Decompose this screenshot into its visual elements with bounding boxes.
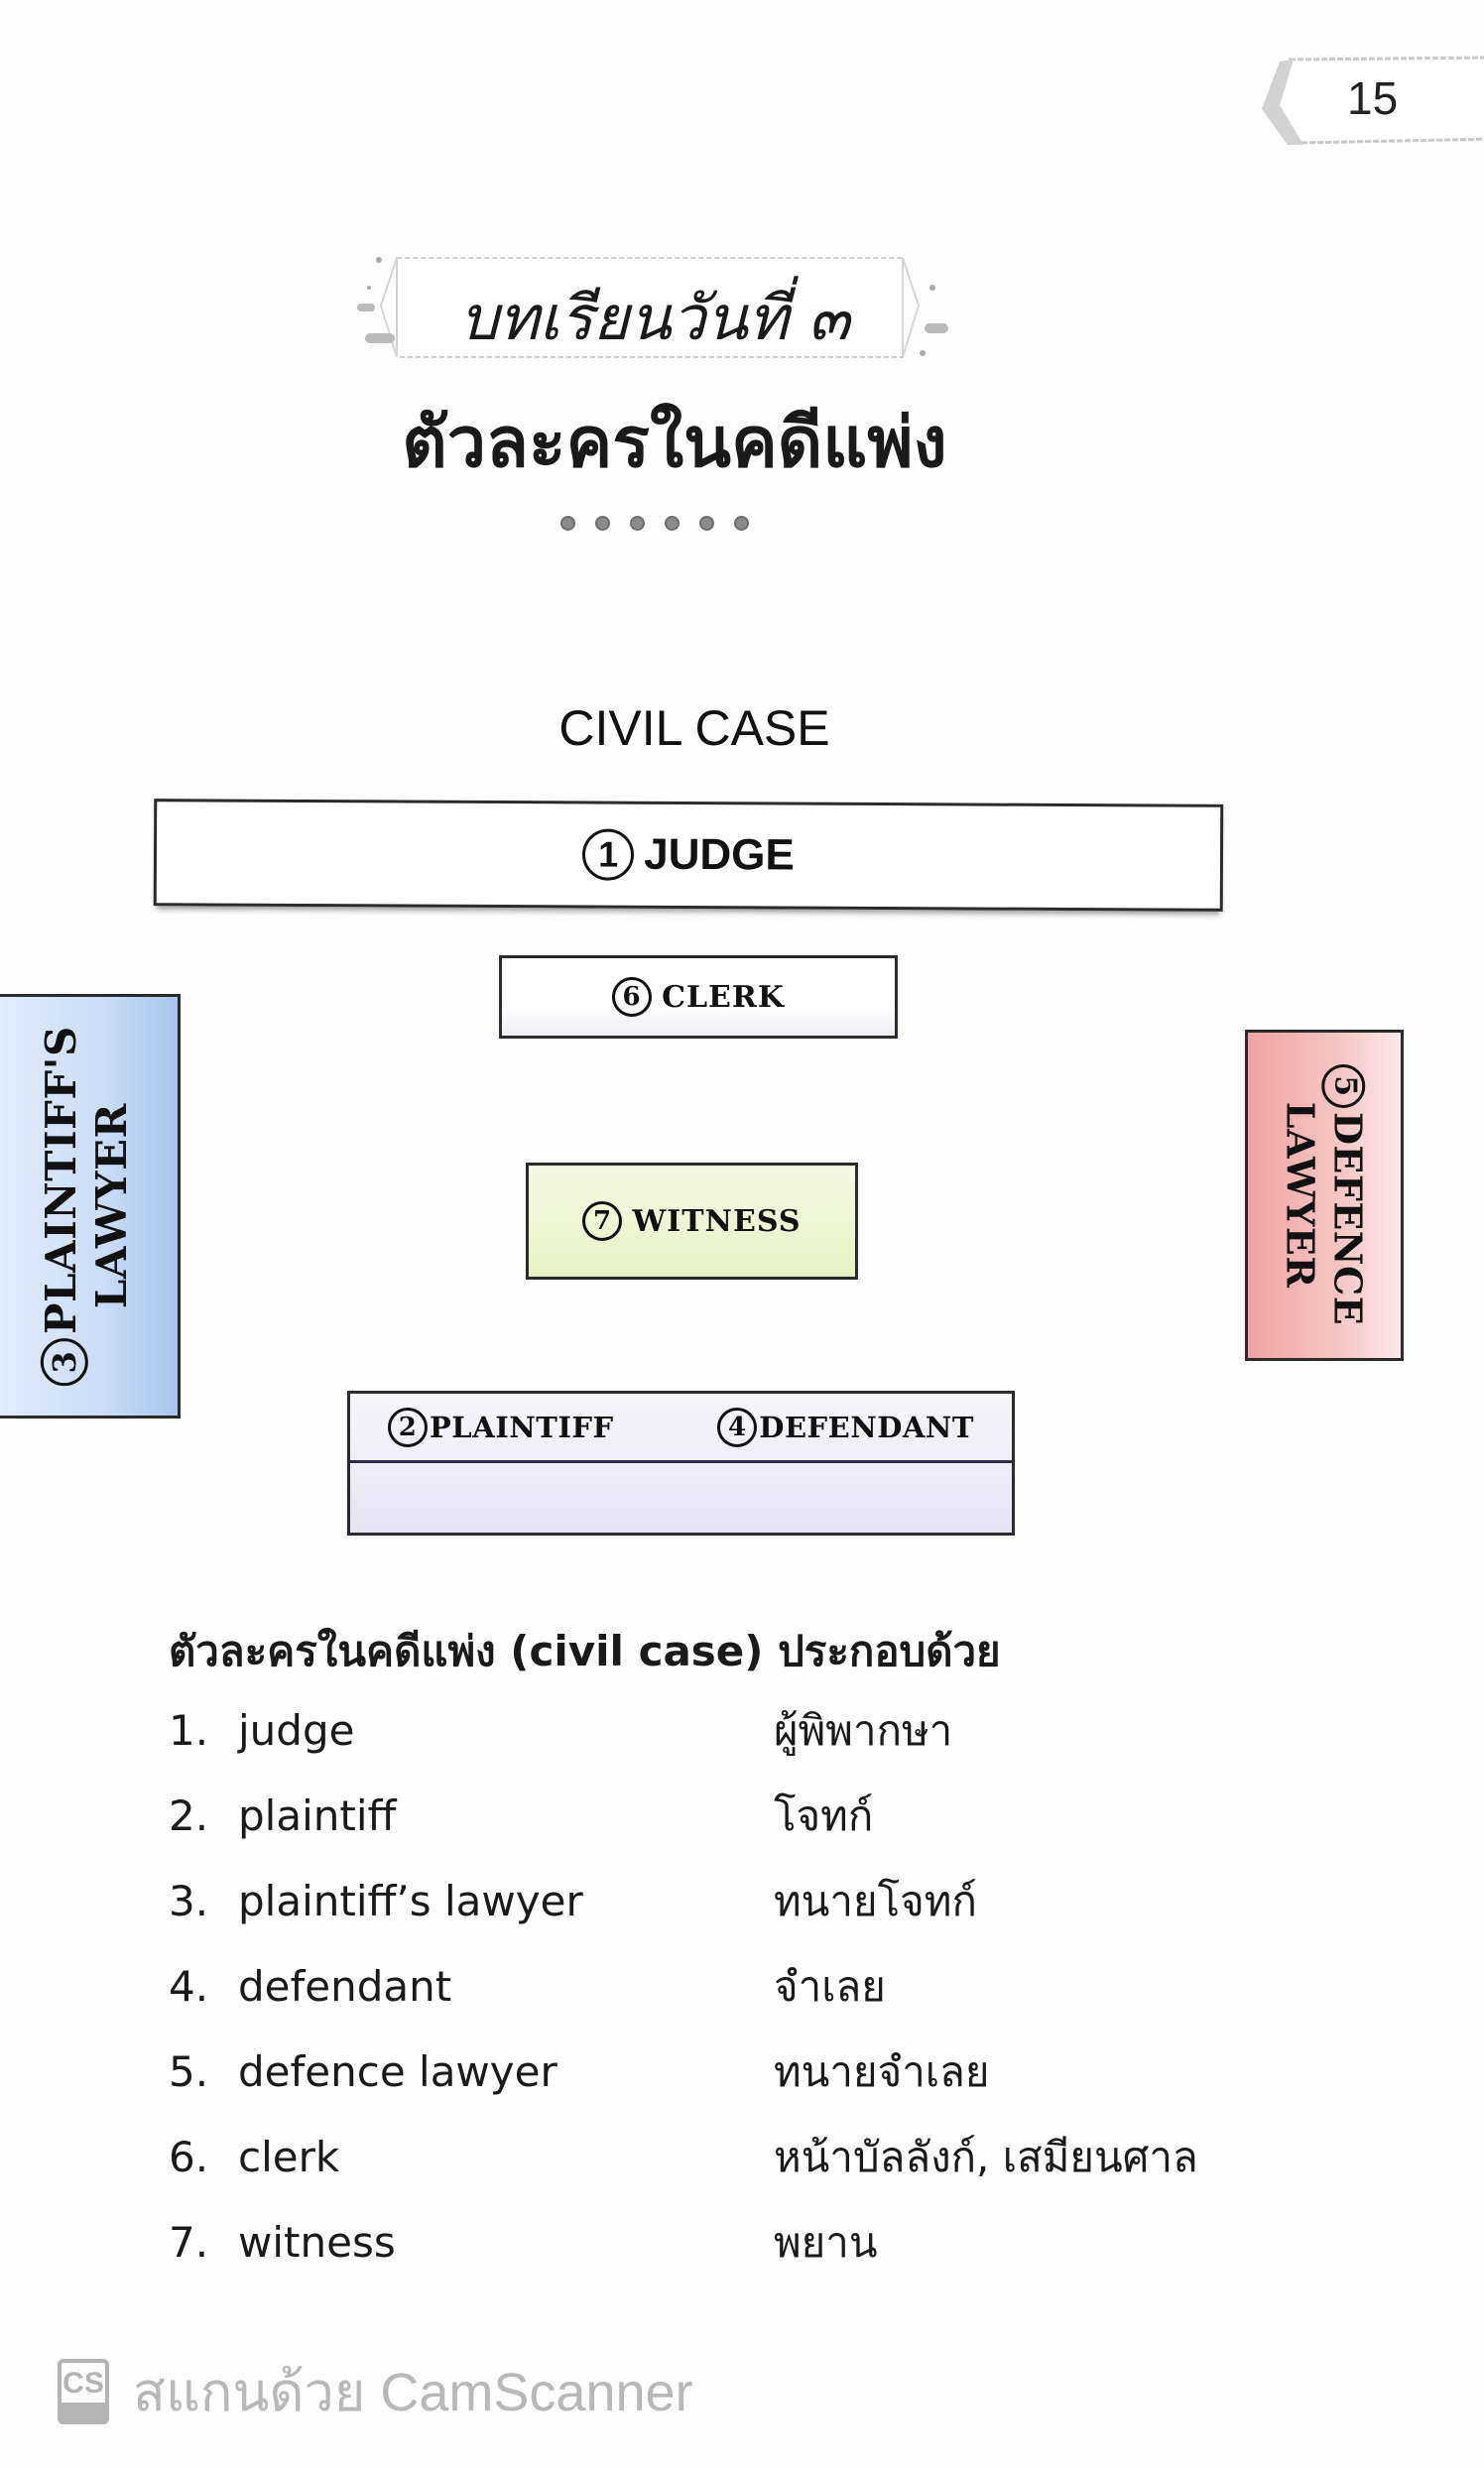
page-number-tab: 15	[1258, 52, 1484, 151]
item-number: 6.	[169, 2133, 209, 2181]
defence-lawyer-label: 5DEFENCE LAWYER	[1279, 1064, 1371, 1326]
defence-lawyer-box: 5DEFENCE LAWYER	[1245, 1030, 1404, 1361]
number-badge: 4	[717, 1407, 758, 1447]
list-item: 4. defendant จำเลย	[169, 1954, 1260, 2039]
lesson-banner-text: บทเรียนวันที่ ๓	[459, 282, 850, 354]
divider-dot	[560, 516, 575, 531]
list-item: 5. defence lawyer ทนายจำเลย	[169, 2039, 1260, 2125]
item-number: 2.	[169, 1791, 209, 1840]
english-term: clerk	[238, 2133, 340, 2181]
divider-dot	[665, 516, 680, 531]
role-name: PLAINTIFF'S	[36, 1026, 85, 1335]
camscanner-logo-icon: CS	[58, 2359, 109, 2424]
thai-translation: จำเลย	[774, 1962, 886, 2011]
divider-dot	[734, 516, 749, 531]
label-line-2: LAWYER	[86, 1103, 136, 1309]
thai-translation: โจทก์	[774, 1791, 874, 1840]
number-badge: 3	[40, 1338, 88, 1387]
number-badge: 1	[582, 828, 635, 881]
english-term: plaintiff	[238, 1791, 397, 1840]
role-name: CLERK	[662, 979, 785, 1015]
witness-label: 7 WITNESS	[582, 1201, 801, 1241]
diagram-title: CIVIL CASE	[558, 700, 830, 756]
number-badge: 7	[582, 1201, 623, 1241]
divider-dots	[560, 516, 749, 531]
english-term: defence lawyer	[238, 2047, 557, 2096]
plaintiff-lawyer-label: 3PLAINTIFF'S LAWYER	[36, 1026, 136, 1387]
english-term: witness	[238, 2218, 396, 2267]
list-item: 2. plaintiff โจทก์	[169, 1784, 1260, 1869]
judge-label: 1 JUDGE	[582, 828, 795, 881]
divider-dot	[595, 516, 610, 531]
english-term: defendant	[238, 1962, 452, 2011]
page-tab-shape	[1262, 56, 1484, 145]
parties-header-row: 2 PLAINTIFF 4 DEFENDANT	[350, 1394, 1012, 1463]
number-badge: 6	[612, 977, 653, 1017]
plaintiff-lawyer-box: 3PLAINTIFF'S LAWYER	[0, 994, 181, 1419]
english-term: judge	[238, 1706, 355, 1755]
vocabulary-list: 1. judge ผู้พิพากษา 2. plaintiff โจทก์ 3…	[169, 1698, 1260, 2295]
divider-dot	[699, 516, 714, 531]
list-item: 3. plaintiff’s lawyer ทนายโจทก์	[169, 1869, 1260, 1954]
banner-frame	[357, 257, 948, 358]
thai-translation: ผู้พิพากษา	[774, 1706, 953, 1755]
item-number: 7.	[169, 2218, 209, 2267]
thai-translation: พยาน	[774, 2218, 878, 2267]
list-item: 7. witness พยาน	[169, 2210, 1260, 2295]
role-name: DEFENCE	[1325, 1112, 1371, 1326]
label-line-2: LAWYER	[1279, 1102, 1324, 1289]
item-number: 4.	[169, 1962, 209, 2011]
lesson-banner: บทเรียนวันที่ ๓	[357, 248, 952, 367]
page-number: 15	[1347, 72, 1399, 124]
chapter-title: ตัวละครในคดีแพ่ง	[402, 402, 947, 483]
role-name: WITNESS	[632, 1203, 802, 1239]
role-name: JUDGE	[644, 829, 795, 880]
number-badge: 2	[388, 1407, 428, 1447]
list-item: 1. judge ผู้พิพากษา	[169, 1698, 1260, 1784]
defendant-label: 4 DEFENDANT	[717, 1407, 974, 1447]
label-line-1: 3PLAINTIFF'S	[36, 1026, 88, 1387]
camscanner-watermark: CS สแกนด้วย CamScanner	[58, 2349, 693, 2434]
clerk-label: 6 CLERK	[612, 977, 785, 1017]
english-term: plaintiff’s lawyer	[238, 1877, 583, 1925]
list-item: 6. clerk หน้าบัลลังก์, เสมียนศาล	[169, 2125, 1260, 2210]
judge-box: 1 JUDGE	[153, 799, 1224, 912]
thai-translation: หน้าบัลลังก์, เสมียนศาล	[774, 2133, 1198, 2181]
role-name: PLAINTIFF	[430, 1410, 614, 1444]
watermark-text: สแกนด้วย CamScanner	[133, 2363, 693, 2422]
thai-translation: ทนายโจทก์	[774, 1877, 977, 1925]
item-number: 1.	[169, 1706, 209, 1755]
item-number: 5.	[169, 2047, 209, 2096]
thai-translation: ทนายจำเลย	[774, 2047, 990, 2096]
vocabulary-heading: ตัวละครในคดีแพ่ง (civil case) ประกอบด้วย	[169, 1627, 1001, 1675]
role-name: DEFENDANT	[759, 1410, 974, 1444]
witness-box: 7 WITNESS	[526, 1163, 858, 1280]
clerk-box: 6 CLERK	[499, 955, 898, 1039]
parties-table-area	[350, 1463, 1012, 1533]
item-number: 3.	[169, 1877, 209, 1925]
label-line-1: 5DEFENCE	[1322, 1064, 1371, 1326]
plaintiff-label: 2 PLAINTIFF	[388, 1407, 614, 1447]
parties-box: 2 PLAINTIFF 4 DEFENDANT	[347, 1391, 1015, 1536]
divider-dot	[630, 516, 645, 531]
number-badge: 5	[1322, 1064, 1367, 1109]
